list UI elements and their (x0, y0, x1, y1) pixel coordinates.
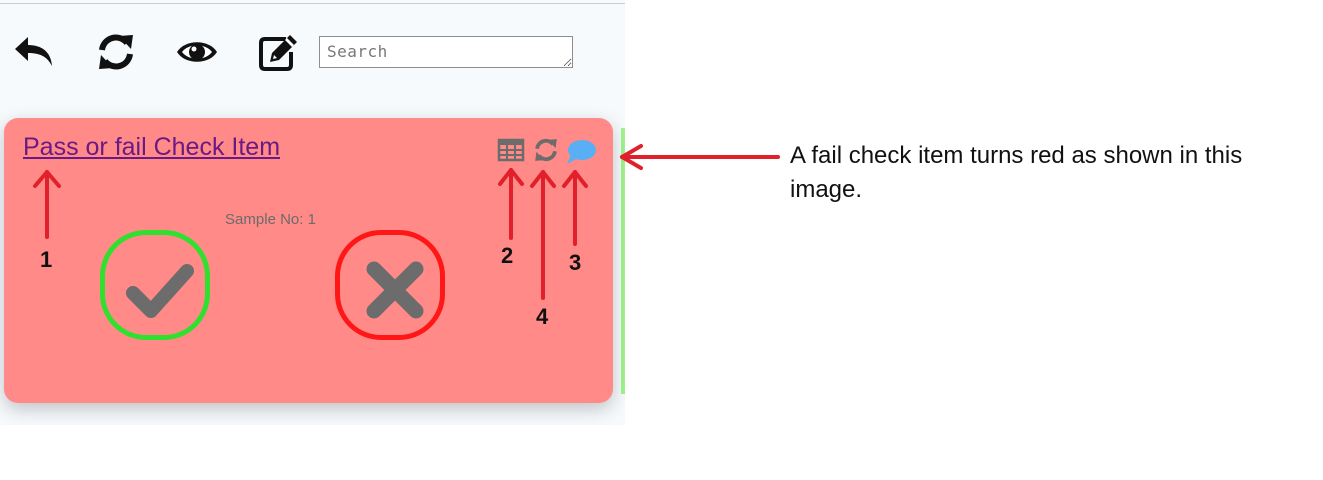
app-panel: Pass or fail Check Item (0, 0, 625, 425)
edit-icon[interactable] (256, 30, 300, 74)
refresh-icon[interactable] (532, 136, 560, 164)
comment-icon[interactable] (565, 138, 597, 166)
x-icon (366, 261, 424, 319)
table-icon[interactable] (497, 138, 525, 162)
marker-1: 1 (40, 247, 53, 272)
marker-4: 4 (536, 304, 549, 329)
check-item-card: Pass or fail Check Item (4, 118, 613, 403)
sample-number-label: Sample No: 1 (225, 211, 316, 228)
refresh-icon[interactable] (94, 30, 138, 74)
marker-3: 3 (569, 250, 582, 275)
eye-icon[interactable] (175, 30, 219, 74)
next-card-edge (621, 128, 625, 394)
undo-icon[interactable] (12, 30, 56, 74)
callout-arrow (620, 144, 780, 170)
search-input[interactable] (319, 36, 573, 68)
pass-button[interactable] (100, 230, 210, 340)
marker-2: 2 (501, 243, 514, 268)
check-icon (126, 264, 194, 318)
top-divider (0, 3, 625, 4)
fail-button[interactable] (335, 230, 445, 340)
callout-text: A fail check item turns red as shown in … (790, 142, 1243, 203)
check-item-title-link[interactable]: Pass or fail Check Item (23, 133, 281, 161)
